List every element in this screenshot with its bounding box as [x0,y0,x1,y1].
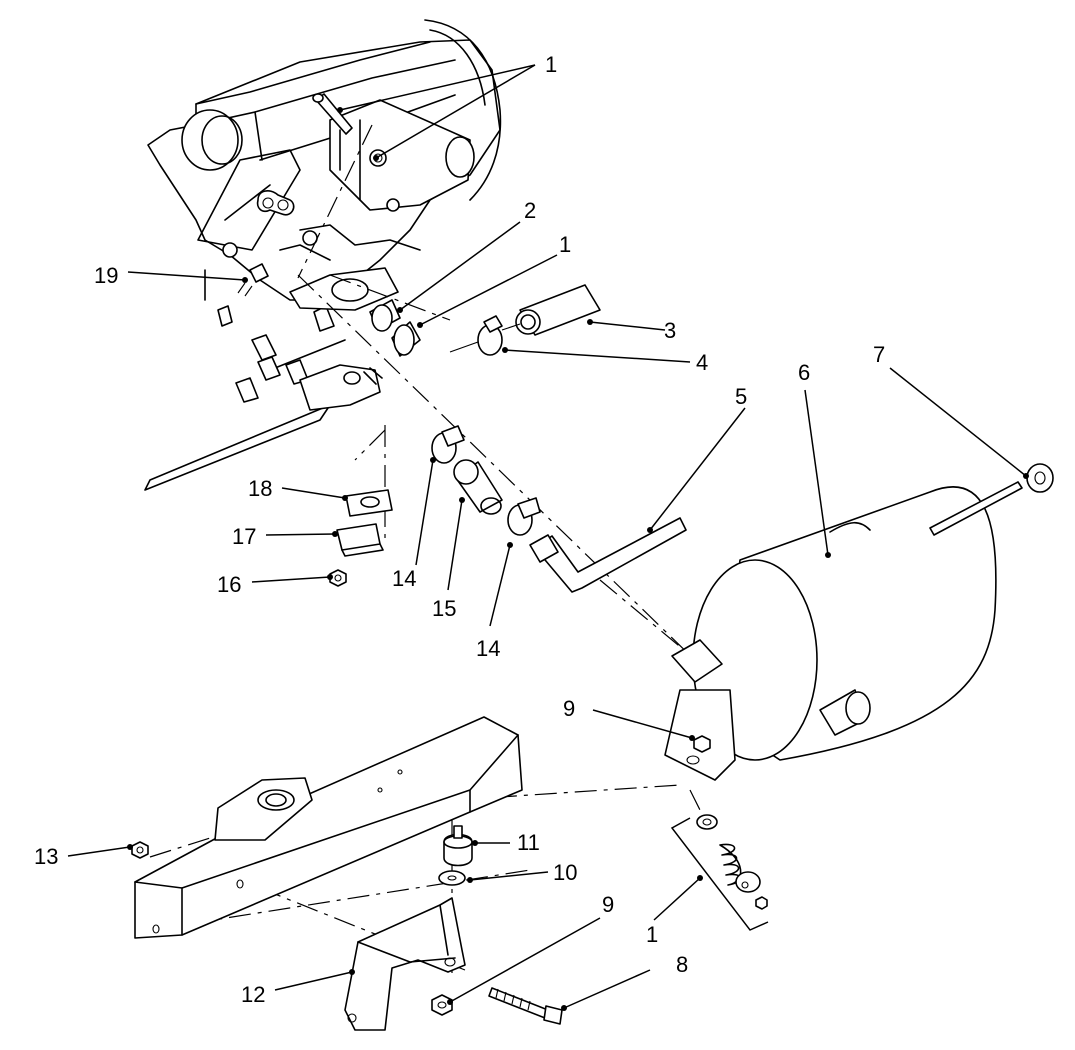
callout-2: 2 [524,198,536,223]
bracket-part-12 [344,897,466,1031]
plate-part-17 [336,523,384,557]
callout-15: 15 [432,596,456,621]
callout-9: 9 [563,696,575,721]
nut-part-13 [131,841,149,859]
coupler-part-15 [453,459,503,515]
callout-labels: 1 2 1 3 4 5 6 7 19 18 17 16 14 15 14 9 1… [34,52,885,1007]
callout-18: 18 [248,476,272,501]
isolator-part-11 [443,825,473,867]
callout-1: 1 [545,52,557,77]
callout-13: 13 [34,844,58,869]
callout-14: 14 [476,636,500,661]
spring-kit-part-1 [670,814,769,931]
clamp-part-14-upper [431,425,465,464]
callout-10: 10 [553,860,577,885]
gasket-part-18 [345,489,393,517]
mount-pins [217,305,335,403]
callout-6: 6 [798,360,810,385]
exhaust-pipe-part-5 [529,517,687,593]
grommet-part-7 [1026,463,1054,493]
callout-19: 19 [94,263,118,288]
washer-part-10 [438,870,466,886]
callout-1: 1 [559,232,571,257]
callout-14: 14 [392,566,416,591]
bolt-part-8 [488,987,563,1025]
callout-9: 9 [602,892,614,917]
bolt-part-19 [237,263,269,297]
clamp-part-14-lower [507,497,541,536]
nut-part-9-upper [693,735,711,753]
callout-16: 16 [217,572,241,597]
frame-rail [134,716,523,939]
callout-7: 7 [873,342,885,367]
callout-17: 17 [232,524,256,549]
nut-part-9-lower [431,994,453,1016]
callout-8: 8 [676,952,688,977]
callout-11: 11 [517,830,540,855]
hose-clamp-part-4 [449,315,521,356]
callout-5: 5 [735,384,747,409]
callout-4: 4 [696,350,708,375]
exhaust-gasket-ring [369,299,401,332]
muffler-part-6 [664,481,1023,781]
callout-1: 1 [646,922,658,947]
seal-ring [391,321,421,357]
bolt-part-1-top [312,93,353,135]
leader-lines [67,64,1029,1011]
callout-12: 12 [241,982,265,1007]
hose-part-3 [515,284,601,336]
nut-part-16 [329,569,347,587]
callout-3: 3 [664,318,676,343]
engine-block [144,19,502,491]
